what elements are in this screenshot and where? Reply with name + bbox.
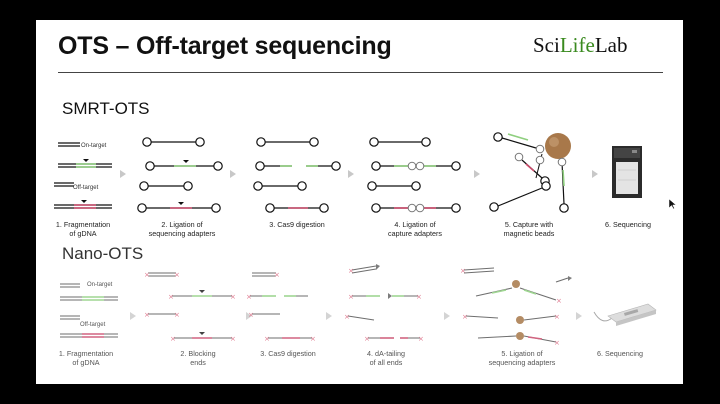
smrt-step-5-caption: 5. Capture with magnetic beads <box>503 220 555 238</box>
svg-text:×: × <box>418 335 424 343</box>
smrt-step5-graphic <box>489 132 571 213</box>
title-divider <box>58 72 663 73</box>
smrt-ots-heading: SMRT-OTS <box>62 99 150 118</box>
svg-text:×: × <box>416 293 422 301</box>
svg-text:×: × <box>554 339 560 347</box>
nano-off-target-label: Off-target <box>80 322 106 328</box>
nano-step-1-caption: 1. Fragmentation of gDNA <box>58 349 114 367</box>
svg-text:×: × <box>174 271 180 279</box>
smrt-on-target-label: On-target <box>81 143 107 149</box>
smrt-step-4-caption: 4. Ligation of capture adapters <box>388 220 442 238</box>
svg-text:×: × <box>174 311 180 319</box>
logo-part-1: Sci <box>533 33 560 57</box>
svg-text:×: × <box>144 311 150 319</box>
svg-text:×: × <box>230 293 236 301</box>
svg-text:×: × <box>230 335 236 343</box>
nano-ots-heading: Nano-OTS <box>62 244 144 263</box>
nano-on-target-label: On-target <box>87 282 113 288</box>
arrow-icon <box>576 312 582 320</box>
svg-text:×: × <box>348 293 354 301</box>
nano-step1-graphic <box>60 283 118 338</box>
arrow-icon <box>444 312 450 320</box>
logo-part-3: Lab <box>594 33 628 57</box>
workflow-diagram: × × × × × × × × × × × <box>54 132 657 347</box>
logo-part-2: Life <box>559 33 595 57</box>
nano-step-3-caption: 3. Cas9 digestion <box>260 349 316 358</box>
svg-text:×: × <box>344 313 350 321</box>
arrow-icon <box>120 170 126 178</box>
smrt-step-6-caption: 6. Sequencing <box>605 220 651 229</box>
smrt-step4-graphic <box>367 137 461 213</box>
arrow-icon <box>326 312 332 320</box>
magnetic-bead-icon <box>545 133 571 159</box>
slide-title: OTS – Off-target sequencing <box>58 32 392 60</box>
svg-text:×: × <box>556 297 562 305</box>
smrt-step3-graphic <box>253 137 341 213</box>
nano-step-6-caption: 6. Sequencing <box>597 349 643 358</box>
mouse-cursor-icon <box>669 199 677 209</box>
smrt-step-3-caption: 3. Cas9 digestion <box>269 220 325 229</box>
sequencer-icon <box>612 146 642 198</box>
smrt-off-target-label: Off-target <box>73 185 99 191</box>
svg-text:×: × <box>248 311 254 319</box>
arrow-icon <box>348 170 354 178</box>
nano-step2-graphic: × × × × × × × × <box>144 271 236 343</box>
minion-sequencer-icon <box>593 303 657 326</box>
arrow-icon <box>246 312 252 320</box>
smrt-step-1-caption: 1. Fragmentation of gDNA <box>55 220 111 238</box>
smrt-step-2-caption: 2. Ligation of sequencing adapters <box>148 220 216 238</box>
slide: OTS – Off-target sequencing SciLifeLab S… <box>36 20 683 384</box>
nano-step3-graphic: × × × × × <box>246 271 316 343</box>
smrt-step2-graphic <box>137 137 223 213</box>
svg-text:×: × <box>460 267 466 275</box>
svg-text:×: × <box>274 271 280 279</box>
svg-text:×: × <box>264 335 270 343</box>
nano-step-4-caption: 4. dA-tailing of all ends <box>367 349 405 367</box>
svg-text:×: × <box>170 335 176 343</box>
nano-step-5-caption: 5. Ligation of sequencing adapters <box>488 349 556 367</box>
smrt-step1-graphic <box>54 142 112 209</box>
nano-step4-graphic: × × × × × × <box>344 264 424 343</box>
arrow-icon <box>130 312 136 320</box>
svg-text:×: × <box>364 335 370 343</box>
nano-step-2-caption: 2. Blocking ends <box>180 349 216 367</box>
arrow-icon <box>474 170 480 178</box>
svg-text:×: × <box>144 271 150 279</box>
svg-text:×: × <box>462 313 468 321</box>
arrow-icon <box>230 170 236 178</box>
svg-text:×: × <box>168 293 174 301</box>
svg-text:×: × <box>554 313 560 321</box>
svg-text:×: × <box>348 267 354 275</box>
scilifelab-logo: SciLifeLab <box>533 33 627 58</box>
nano-step5-graphic: × × × × × <box>460 267 572 347</box>
svg-text:×: × <box>246 293 252 301</box>
svg-text:×: × <box>310 335 316 343</box>
arrow-icon <box>592 170 598 178</box>
